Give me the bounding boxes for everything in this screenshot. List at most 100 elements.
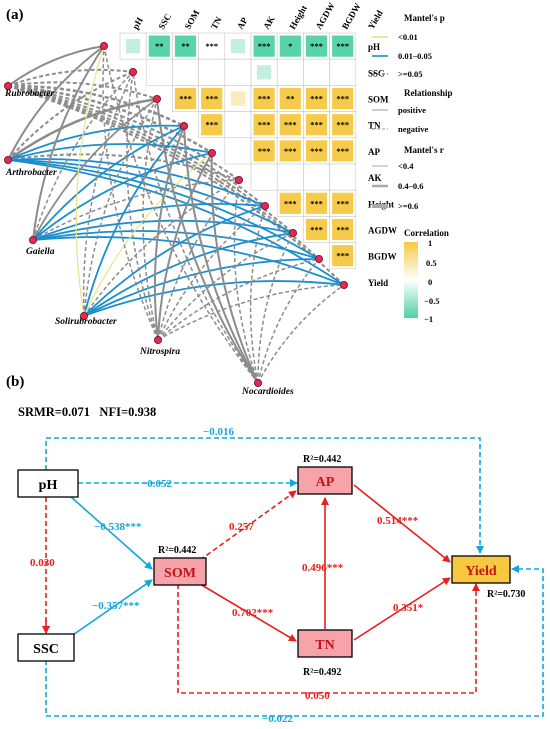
significance-mark: *** bbox=[310, 120, 323, 130]
path-coefficients: −0.016 −0.052 −0.538*** 0.030 −0.357*** … bbox=[30, 426, 424, 725]
mantel-link bbox=[102, 45, 159, 341]
coef-som-ap: 0.257 bbox=[229, 521, 254, 533]
variable-anchor-AP bbox=[207, 148, 216, 157]
corr-tick-0: 0 bbox=[428, 277, 432, 287]
row-label-AP: AP bbox=[368, 147, 380, 157]
coef-ap-yield: 0.514*** bbox=[377, 515, 419, 527]
col-label-TN: TN bbox=[209, 15, 224, 31]
mantel-link bbox=[32, 98, 158, 241]
legend-relationship-title: Relationship bbox=[404, 88, 453, 98]
significance-mark: *** bbox=[205, 120, 218, 130]
heatmap-square bbox=[253, 35, 275, 57]
mantel-link bbox=[7, 143, 213, 161]
path-ap-yield bbox=[353, 484, 451, 563]
corr-tick-m1: −1 bbox=[424, 314, 433, 324]
significance-mark: *** bbox=[310, 146, 323, 156]
mantel-link bbox=[153, 125, 185, 341]
legend-p-low: <0.01 bbox=[398, 32, 418, 42]
col-label-BGDW: BGDW bbox=[340, 1, 363, 31]
taxon-label-Arthrobacter: Arthrobacter bbox=[5, 168, 57, 178]
mantel-link bbox=[7, 159, 294, 234]
significance-mark: ** bbox=[155, 41, 164, 51]
col-label-Height: Height bbox=[287, 3, 309, 31]
heatmap-square bbox=[279, 35, 301, 57]
mantel-link bbox=[83, 258, 320, 317]
significance-mark: *** bbox=[205, 41, 218, 51]
heatmap-cell-AK-Height bbox=[250, 163, 278, 191]
variable-anchor-Yield bbox=[339, 280, 348, 289]
coef-ph-yield: −0.016 bbox=[203, 426, 235, 438]
row-label-AK: AK bbox=[368, 173, 382, 183]
significance-mark: *** bbox=[336, 198, 349, 208]
path-som-yield bbox=[177, 583, 480, 694]
heatmap-square bbox=[279, 114, 301, 136]
mantel-link bbox=[32, 236, 345, 286]
path-ssc-som bbox=[69, 579, 153, 638]
heatmap-cell-AP-AK bbox=[224, 137, 252, 165]
mantel-link bbox=[257, 284, 345, 384]
heatmap-cell-SSC-AP bbox=[198, 58, 226, 86]
mantel-link bbox=[157, 152, 213, 341]
significance-mark: *** bbox=[310, 198, 323, 208]
path-ph-yield bbox=[45, 437, 484, 554]
legend-p-mid: 0.01–0.05 bbox=[398, 51, 432, 61]
taxon-label-Nitrospira: Nitrospira bbox=[139, 347, 180, 357]
sem-nodes: pH SSC SOM R²=0.442 AP R²=0.442 TN R²=0.… bbox=[17, 454, 525, 678]
significance-mark: *** bbox=[336, 120, 349, 130]
mantel-link bbox=[249, 205, 266, 384]
col-label-AGDW: AGDW bbox=[314, 1, 337, 31]
node-yield-label: Yield bbox=[465, 564, 497, 579]
mantel-link bbox=[75, 45, 105, 317]
taxon-node-Nitrospira bbox=[153, 335, 162, 344]
legend-r-mid: 0.4–0.6 bbox=[398, 181, 424, 191]
heatmap-cell-SSC-TN bbox=[172, 58, 199, 86]
taxon-label-Solirubrobacter: Solirubrobacter bbox=[55, 317, 117, 327]
heatmap-square bbox=[305, 218, 328, 241]
sem-paths bbox=[42, 437, 544, 717]
path-ssc-yield bbox=[45, 565, 544, 717]
significance-mark: *** bbox=[336, 146, 349, 156]
col-label-Yield: Yield bbox=[366, 9, 385, 31]
heatmap-square bbox=[305, 35, 328, 57]
model-fit-indices: SRMR=0.071 NFI=0.938 bbox=[18, 405, 156, 419]
legend-mantel-r-title: Mantel's r bbox=[404, 145, 444, 155]
heatmap-square bbox=[279, 192, 301, 214]
correlation-heatmap: ****************************************… bbox=[119, 32, 357, 270]
heatmap-square bbox=[305, 87, 328, 110]
heatmap-cell-SSC-AGDW bbox=[276, 58, 304, 86]
legend-r-big: >=0.6 bbox=[398, 201, 418, 211]
significance-mark: *** bbox=[336, 41, 349, 51]
heatmap-cell-AK-BGDW bbox=[303, 163, 330, 191]
mantel-link bbox=[83, 98, 158, 317]
mantel-link bbox=[7, 85, 320, 260]
heatmap-square bbox=[332, 35, 354, 57]
mantel-network-lines bbox=[7, 42, 348, 384]
col-label-pH: pH bbox=[130, 16, 145, 31]
significance-mark: *** bbox=[336, 251, 349, 261]
significance-mark: *** bbox=[258, 120, 271, 130]
significance-mark: *** bbox=[310, 225, 323, 235]
variable-anchor-SSC bbox=[128, 68, 137, 77]
row-label-Yield: Yield bbox=[368, 278, 388, 288]
coef-tn-ap: 0.496*** bbox=[302, 562, 344, 574]
mantel-link bbox=[156, 98, 259, 384]
panel-a-label: (a) bbox=[6, 7, 24, 23]
heatmap-square bbox=[279, 140, 301, 162]
heatmap-square bbox=[201, 87, 223, 110]
taxon-node-Rubrobacter bbox=[4, 82, 12, 91]
heatmap-square bbox=[253, 87, 275, 110]
correlation-colorbar bbox=[404, 242, 418, 318]
mantel-link bbox=[83, 152, 213, 317]
path-som-ap bbox=[199, 490, 297, 561]
row-label-SSC: SSC bbox=[368, 68, 385, 78]
heatmap-square bbox=[253, 140, 275, 162]
mantel-link bbox=[32, 125, 185, 241]
heatmap-square bbox=[332, 140, 354, 162]
coef-ph-som: −0.538*** bbox=[94, 521, 142, 533]
significance-mark: *** bbox=[336, 94, 349, 104]
row-label-AGDW: AGDW bbox=[368, 226, 397, 236]
mantel-link bbox=[32, 152, 213, 241]
coef-som-tn: 0.702*** bbox=[232, 607, 274, 619]
